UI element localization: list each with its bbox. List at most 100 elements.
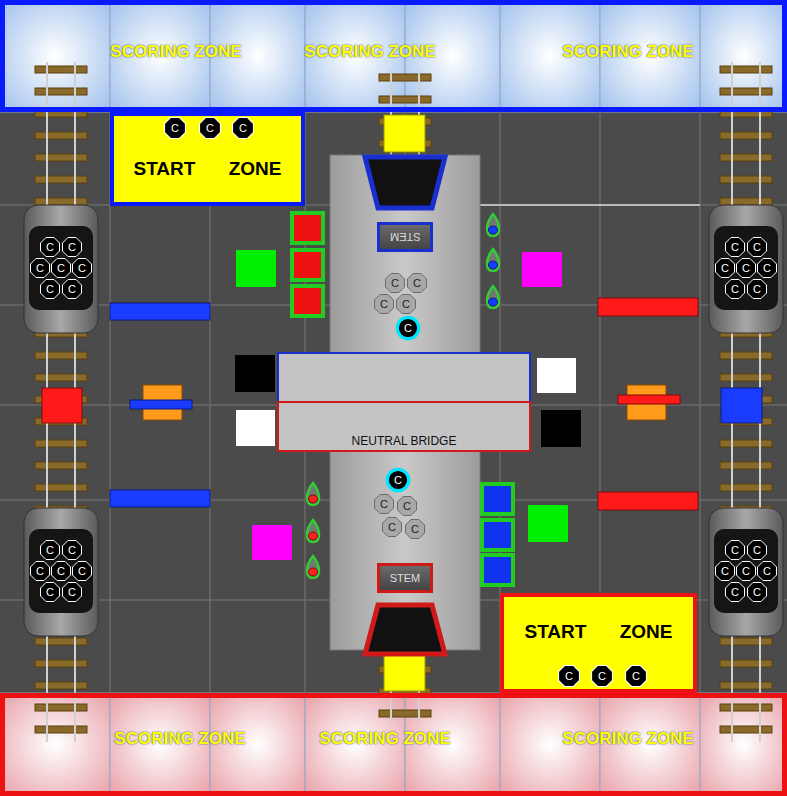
stem-box: STEM xyxy=(377,563,433,593)
cube-letter: C xyxy=(565,671,573,682)
rail-tie xyxy=(720,440,772,447)
start-zone: C C C START ZONE xyxy=(500,593,697,693)
cart-body xyxy=(24,205,98,333)
scoring-tiles xyxy=(0,693,787,796)
bucket xyxy=(365,157,445,208)
cube-letter: C xyxy=(763,566,771,577)
rail-tie xyxy=(720,704,772,711)
cube-octagon xyxy=(726,541,745,560)
cube-marker: C xyxy=(62,279,82,299)
cube-marker: C xyxy=(725,582,745,602)
cube-letter: C xyxy=(763,263,771,274)
cube-marker: C xyxy=(199,117,221,139)
rail-tie xyxy=(35,154,87,161)
rail-tie xyxy=(35,88,87,95)
cube-marker: C xyxy=(725,279,745,299)
cube-octagon xyxy=(726,583,745,602)
cube-marker: C xyxy=(715,561,735,581)
grid-line xyxy=(699,112,701,693)
cube-octagon xyxy=(63,280,82,299)
field-illustration xyxy=(487,214,499,236)
red-square xyxy=(292,250,323,280)
bridge-half xyxy=(278,402,530,451)
cube-letter: C xyxy=(57,263,65,274)
zone-label: SCORING ZONE xyxy=(562,42,693,62)
cube-octagon xyxy=(375,295,394,314)
rail-tie xyxy=(720,88,772,95)
rail-tie xyxy=(35,462,87,469)
rail-tie xyxy=(720,660,772,667)
rail-tie xyxy=(379,96,431,103)
cube-octagon xyxy=(397,295,416,314)
label-slot: SCORING ZONE xyxy=(528,37,728,67)
cube-letter: C xyxy=(731,284,739,295)
cube-octagon xyxy=(406,520,425,539)
cube-letter: C xyxy=(36,566,44,577)
cube-octagon xyxy=(726,280,745,299)
cube-octagon xyxy=(200,118,221,139)
rail-tracks xyxy=(35,62,772,742)
cube-octagon xyxy=(63,583,82,602)
rail-tie xyxy=(35,682,87,689)
cart-body xyxy=(709,205,783,333)
cube-letter: C xyxy=(598,671,606,682)
cube-octagon xyxy=(748,238,767,257)
field-illustration xyxy=(307,556,319,578)
cube-letter: C xyxy=(632,671,640,682)
cube-octagon xyxy=(626,666,647,687)
ball-core xyxy=(389,471,407,489)
label-slot: SCORING ZONE xyxy=(76,37,276,67)
cube-octagon xyxy=(737,259,756,278)
ball-marker: C xyxy=(395,315,421,341)
cube-marker: C xyxy=(374,294,394,314)
yellow-block xyxy=(384,655,425,691)
cube-octagon xyxy=(559,666,580,687)
neutral-bridge: NEUTRAL BRIDGE xyxy=(277,352,531,452)
cube-marker: C xyxy=(736,561,756,581)
cube-octagon xyxy=(758,562,777,581)
rail-tie xyxy=(35,704,87,711)
cube-octagon xyxy=(375,495,394,514)
red-square xyxy=(292,213,323,243)
cube-marker: C xyxy=(40,540,60,560)
cube-letter: C xyxy=(394,475,402,486)
cube-octagon xyxy=(398,497,417,516)
cart-body xyxy=(709,508,783,636)
rail-tie xyxy=(379,710,431,717)
cube-marker: C xyxy=(51,561,71,581)
magenta-square xyxy=(252,525,292,560)
rail-tie xyxy=(35,638,87,645)
cube-marker: C xyxy=(747,279,767,299)
cube-letter: C xyxy=(46,545,54,556)
rail-tie xyxy=(720,638,772,645)
cart-bin xyxy=(714,226,778,310)
cube-marker: C xyxy=(715,258,735,278)
rail-tie xyxy=(720,484,772,491)
white-square xyxy=(236,410,275,446)
black-square xyxy=(235,355,275,392)
cube-octagon xyxy=(748,280,767,299)
cube-marker: C xyxy=(164,117,186,139)
cube-letter: C xyxy=(46,284,54,295)
cube-marker: C xyxy=(30,561,50,581)
zone-label: START ZONE xyxy=(525,621,673,643)
cube-letter: C xyxy=(391,278,399,289)
field-illustration xyxy=(307,483,319,505)
cube-letter: C xyxy=(731,545,739,556)
cube-marker: C xyxy=(72,258,92,278)
rail-tie xyxy=(720,154,772,161)
stem-box: STEM xyxy=(377,222,433,252)
cube-octagon xyxy=(63,541,82,560)
cube-letter: C xyxy=(731,587,739,598)
rail-tie xyxy=(35,660,87,667)
rail-tie xyxy=(720,682,772,689)
zone-label: SCORING ZONE xyxy=(114,729,245,749)
cube-octagon xyxy=(726,238,745,257)
cube-marker: C xyxy=(385,273,405,293)
cube-letter: C xyxy=(753,545,761,556)
cube-letter: C xyxy=(753,587,761,598)
green-square xyxy=(236,250,276,287)
rail-tie xyxy=(720,132,772,139)
ball-rim xyxy=(386,468,411,493)
stem-label: STEM xyxy=(390,572,421,584)
